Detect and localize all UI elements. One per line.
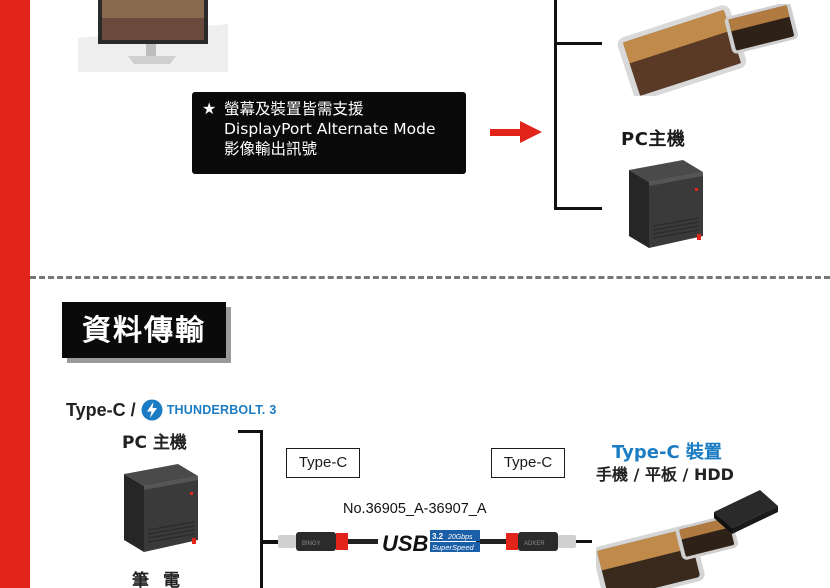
- usb-logo-text: USB: [382, 531, 429, 556]
- pc-tower-icon-bottom: [124, 464, 198, 552]
- notice-line-1: 螢幕及裝置皆需支援: [224, 100, 364, 118]
- notice-line-2: DisplayPort Alternate Mode: [224, 120, 436, 138]
- left-red-accent-bar: [0, 0, 30, 588]
- connector-brand-right: ADKER: [524, 541, 545, 547]
- monitor-image: [78, 0, 228, 72]
- thunderbolt-version: 3: [269, 403, 277, 417]
- star-icon: ★: [202, 99, 217, 118]
- typec-device-subtitle: 手機 / 平板 / HDD: [596, 465, 734, 484]
- usb-version: 3.2: [432, 532, 444, 541]
- section-title-data-transfer: 資料傳輸: [62, 302, 226, 358]
- typec-tag-right: Type-C: [491, 448, 565, 478]
- slash-separator: /: [130, 399, 136, 420]
- laptop-label: 筆電: [132, 571, 194, 588]
- usb-c-cable-image: BINGY ADKER USB 3.2 20Gbps SuperSpeed: [262, 527, 592, 557]
- section-divider: [30, 276, 830, 279]
- right-arrow-icon: [490, 121, 542, 143]
- thunderbolt-icon: [141, 399, 163, 421]
- pc-tower-icon-top: [629, 160, 703, 248]
- typec-thunderbolt-heading: Type-C / THUNDERBOLT. 3: [66, 399, 276, 421]
- thunderbolt-text: THUNDERBOLT.: [166, 403, 266, 417]
- tablet-devices-image: [617, 4, 798, 96]
- pc-host-label-bottom: PC 主機: [122, 433, 187, 453]
- usb-superspeed: SuperSpeed: [432, 543, 475, 552]
- typec-tag-left: Type-C: [286, 448, 360, 478]
- typec-device-title: Type-C 裝置: [612, 442, 722, 463]
- connection-bracket-top: [554, 0, 602, 210]
- model-number: No.36905_A-36907_A: [343, 501, 487, 517]
- usb-speed: 20Gbps: [447, 534, 473, 541]
- connection-bracket-bottom: [238, 430, 278, 588]
- connector-brand-left: BINGY: [302, 541, 321, 547]
- pc-host-label-top: PC主機: [621, 129, 686, 150]
- displayport-notice-box: ★ 螢幕及裝置皆需支援 DisplayPort Alternate Mode 影…: [192, 92, 466, 174]
- typec-label: Type-C: [66, 399, 126, 420]
- notice-line-3: 影像輸出訊號: [224, 140, 318, 158]
- typec-devices-image: [596, 490, 778, 588]
